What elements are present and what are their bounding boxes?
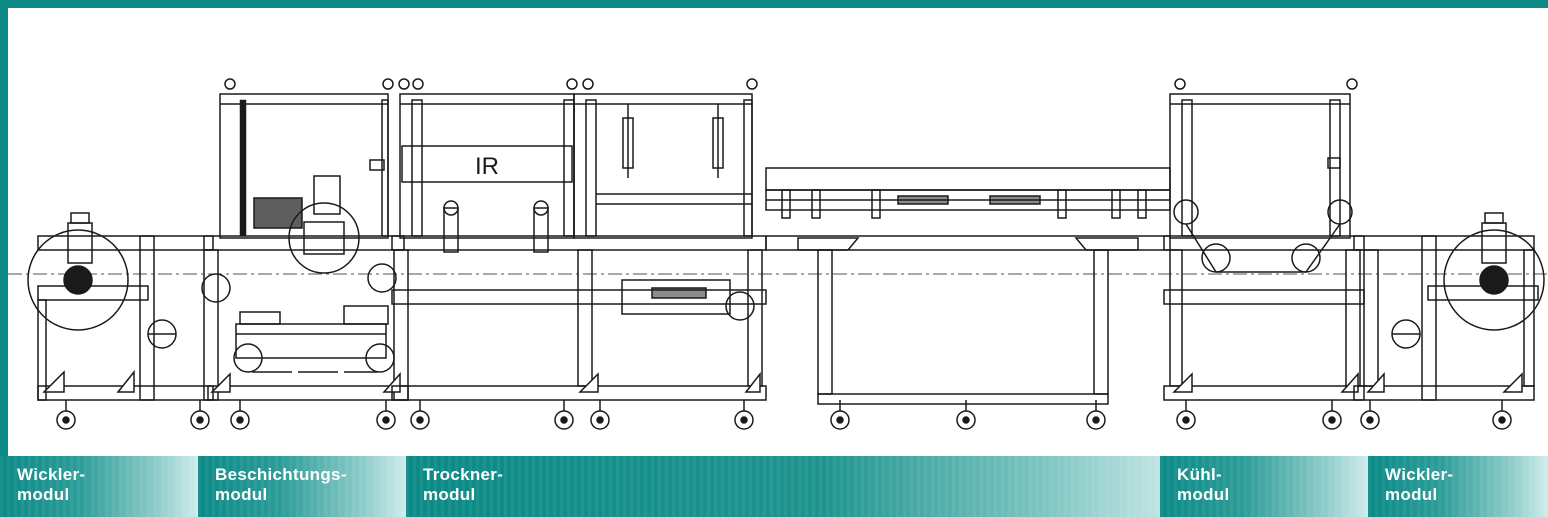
cooling-module: [1163, 78, 1365, 401]
caster-wheels: [56, 400, 1512, 430]
dryer-module: [391, 78, 767, 401]
module-label-coating: Beschichtungs- modul: [198, 456, 406, 517]
coating-module: [201, 78, 409, 401]
module-label-dryer: Trockner- modul: [406, 456, 1160, 517]
ir-label: IR: [475, 153, 499, 180]
module-legend-bar: Wickler- modul Beschichtungs- modul Troc…: [0, 456, 1548, 517]
conveyor-section: [765, 167, 1171, 405]
module-label-left-winder: Wickler- modul: [0, 456, 198, 517]
right-winder-module: [1353, 212, 1545, 401]
module-label-right-winder: Wickler- modul: [1368, 456, 1548, 517]
machine-drawing: IR: [8, 8, 1548, 456]
module-label-cooling: Kühl- modul: [1160, 456, 1368, 517]
left-winder-module: [27, 212, 214, 401]
